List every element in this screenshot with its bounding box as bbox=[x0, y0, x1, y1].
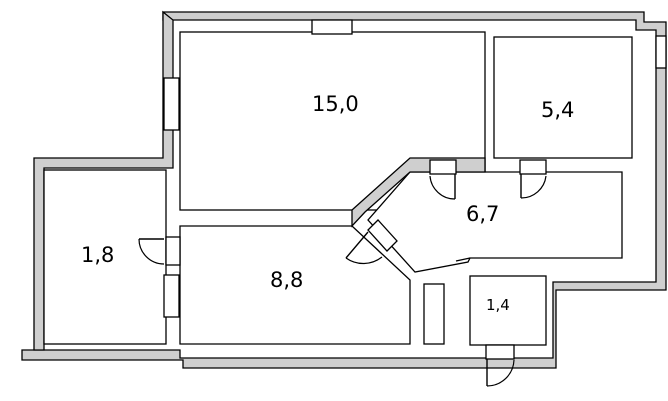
door-room-1-4[interactable] bbox=[485, 344, 515, 387]
room-1-8-label: 1,8 bbox=[81, 243, 114, 267]
corridor-opening-mark bbox=[455, 257, 471, 262]
window-left-upper bbox=[163, 77, 180, 131]
room-5-4-outline bbox=[493, 36, 633, 159]
door-room-15[interactable] bbox=[429, 159, 457, 200]
room-8-8-outline bbox=[179, 225, 411, 345]
door-room-1-8[interactable] bbox=[138, 236, 181, 266]
outer-walls bbox=[21, 10, 667, 369]
window-top bbox=[311, 19, 353, 35]
room-8-8-label: 8,8 bbox=[270, 268, 303, 292]
room-5-4-label: 5,4 bbox=[541, 98, 574, 122]
room-6-7-label: 6,7 bbox=[466, 202, 499, 226]
door-room-5-4[interactable] bbox=[519, 159, 547, 199]
room-15-label: 15,0 bbox=[312, 92, 359, 116]
room-1-8-outline bbox=[43, 169, 167, 345]
window-right-top bbox=[655, 35, 667, 69]
door-room-8-8[interactable] bbox=[345, 219, 398, 265]
room-1-4-label: 1,4 bbox=[486, 296, 510, 314]
window-left-lower bbox=[163, 274, 180, 318]
room-storage-outline bbox=[423, 283, 445, 345]
